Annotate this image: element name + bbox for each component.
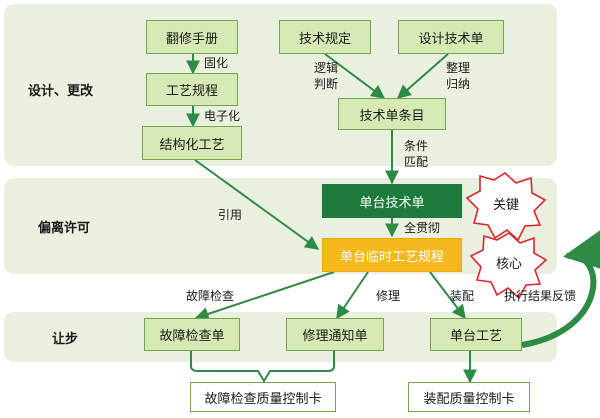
bracket-merge xyxy=(190,351,335,383)
edge-label-feedback: 执行结果反馈 xyxy=(504,289,577,303)
edge-label-condition-1: 条件 xyxy=(404,139,429,153)
node-fault-quality-card: 故障检查质量控制卡 xyxy=(190,382,336,412)
edge-label-electronize: 电子化 xyxy=(204,109,241,123)
edge-label-logic-2: 判断 xyxy=(314,77,339,91)
arrow-structured-to-temp xyxy=(194,159,320,250)
edge-label-logic-1: 逻辑 xyxy=(314,61,339,75)
node-single-tech-sheet: 单台技术单 xyxy=(322,184,462,218)
arrow-feedback xyxy=(521,229,600,348)
arrow-rules-to-item xyxy=(324,53,386,99)
node-design-tech-sheet: 设计技术单 xyxy=(398,20,504,54)
node-assembly-quality-card: 装配质量控制卡 xyxy=(408,382,530,412)
edge-label-implement: 全贯彻 xyxy=(404,221,441,235)
badge-core-label: 核心 xyxy=(496,257,523,272)
arrow-temp-to-single-process xyxy=(429,271,466,320)
arrow-temp-to-fault xyxy=(194,271,335,321)
band-label-concession: 让步 xyxy=(52,332,79,347)
edge-label-assembly: 装配 xyxy=(450,289,475,303)
arrow-design-to-item xyxy=(396,53,449,99)
node-repair-notice: 修理通知单 xyxy=(286,318,384,351)
edge-label-solidify: 固化 xyxy=(204,56,229,70)
edge-label-fault-check: 故障检查 xyxy=(186,289,235,303)
badge-core-burst xyxy=(469,232,548,300)
arrow-temp-to-repair xyxy=(336,271,369,320)
band-label-design: 设计、更改 xyxy=(28,84,94,99)
badge-key-label: 关键 xyxy=(493,198,520,213)
node-single-process: 单台工艺 xyxy=(430,318,522,351)
edge-label-condition-2: 匹配 xyxy=(404,155,429,169)
edge-label-organize-1: 整理 xyxy=(446,61,471,75)
node-overhaul-manual: 翻修手册 xyxy=(146,20,238,54)
node-process-spec: 工艺规程 xyxy=(146,73,238,106)
badge-key-burst xyxy=(465,171,547,242)
edge-label-cite: 引用 xyxy=(218,208,243,222)
edge-label-organize-2: 归纳 xyxy=(446,77,471,91)
edge-label-repair: 修理 xyxy=(376,289,401,303)
band-deviation xyxy=(4,178,557,274)
node-single-temp-process: 单台临时工艺规程 xyxy=(322,238,462,272)
band-label-deviation: 偏离许可 xyxy=(38,221,91,236)
node-tech-item: 技术单条目 xyxy=(338,98,446,130)
node-tech-rules: 技术规定 xyxy=(279,20,371,54)
node-fault-check-sheet: 故障检查单 xyxy=(144,318,240,351)
node-structured-process: 结构化工艺 xyxy=(142,126,242,160)
